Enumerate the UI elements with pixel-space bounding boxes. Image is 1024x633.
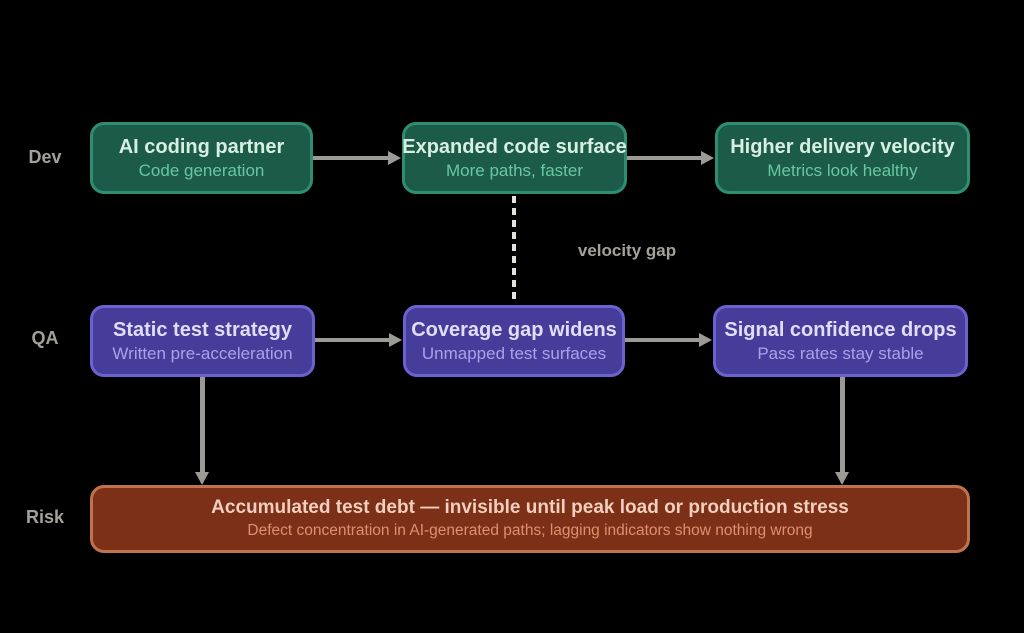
node-title: Higher delivery velocity: [730, 135, 955, 158]
edge-label-velocity-gap: velocity gap: [577, 241, 677, 260]
node-subtitle: Pass rates stay stable: [757, 343, 924, 363]
arrow-signal-confidence-to-risk: [835, 377, 849, 485]
node-subtitle: Defect concentration in AI-generated pat…: [247, 522, 813, 540]
node-title: Static test strategy: [113, 318, 292, 341]
arrow-dev-2-to-3: [627, 151, 714, 165]
node-ai-coding-partner: AI coding partner Code generation: [90, 122, 313, 194]
node-coverage-gap-widens: Coverage gap widens Unmapped test surfac…: [403, 305, 625, 377]
node-accumulated-test-debt: Accumulated test debt — invisible until …: [90, 485, 970, 553]
arrow-qa-1-to-2: [315, 333, 402, 347]
arrow-qa-2-to-3: [625, 333, 712, 347]
node-title: AI coding partner: [118, 135, 285, 158]
lane-label-dev: Dev: [28, 147, 62, 167]
node-higher-delivery-velocity: Higher delivery velocity Metrics look he…: [715, 122, 970, 194]
node-subtitle: Code generation: [138, 160, 265, 180]
node-subtitle: Metrics look healthy: [767, 160, 918, 180]
arrow-dev-1-to-2: [313, 151, 401, 165]
arrow-static-test-strategy-to-risk: [195, 377, 209, 485]
dashed-connector-velocity-gap: [512, 196, 516, 303]
node-title: Coverage gap widens: [411, 318, 617, 341]
lane-label-qa: QA: [31, 328, 59, 348]
node-signal-confidence-drops: Signal confidence drops Pass rates stay …: [713, 305, 968, 377]
node-title: Expanded code surface: [402, 135, 627, 158]
node-title: Signal confidence drops: [724, 318, 957, 341]
node-expanded-code-surface: Expanded code surface More paths, faster: [402, 122, 627, 194]
node-title: Accumulated test debt — invisible until …: [211, 497, 849, 519]
lane-label-risk: Risk: [25, 507, 65, 527]
node-subtitle: Unmapped test surfaces: [421, 343, 607, 363]
node-subtitle: Written pre-acceleration: [112, 343, 293, 363]
node-subtitle: More paths, faster: [445, 160, 583, 180]
node-static-test-strategy: Static test strategy Written pre-acceler…: [90, 305, 315, 377]
